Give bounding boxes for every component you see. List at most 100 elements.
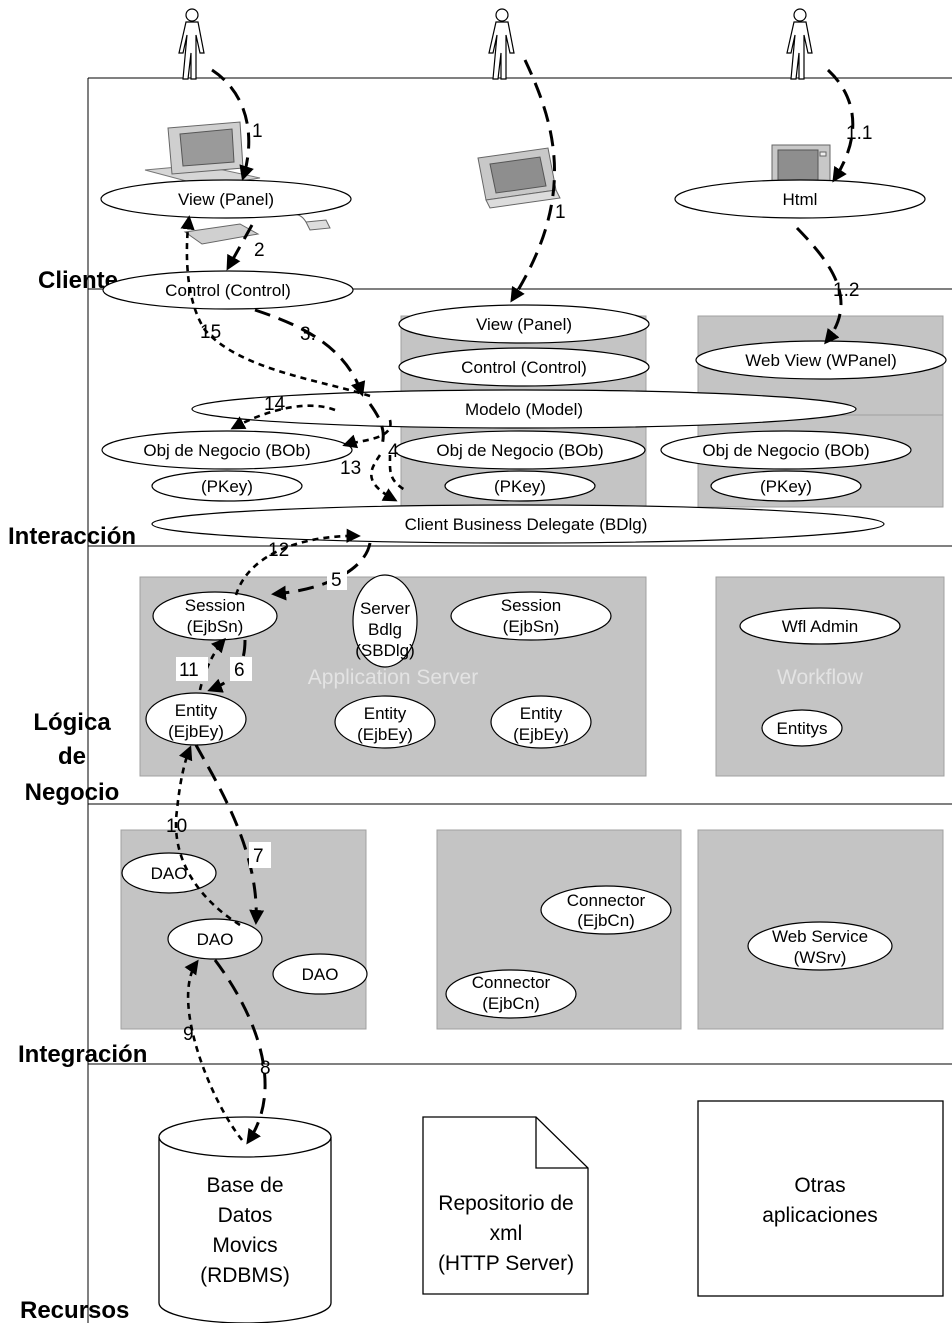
entity-2[interactable] <box>334 695 436 749</box>
flow-arrow-13 <box>369 454 405 500</box>
flow-arrow-2 <box>226 224 254 271</box>
session-2-line-1: Session <box>501 596 561 615</box>
step-label-10: 10 <box>166 816 187 837</box>
wfl-admin-label: Wfl Admin <box>782 617 859 636</box>
connector-1-line-1: Connector <box>567 891 646 910</box>
session-1-line-2: (EjbSn) <box>187 617 244 636</box>
dao-3[interactable] <box>272 953 368 995</box>
flow-arrow-1b <box>510 59 556 303</box>
flow-arrow-10 <box>174 745 241 927</box>
html-node-label: Html <box>783 190 818 209</box>
client-business-delegate[interactable] <box>151 504 885 544</box>
business-object-1-label: Obj de Negocio (BOb) <box>143 441 310 460</box>
web-service-line-2: (WSrv) <box>794 948 847 967</box>
layer-labels: Cliente Interacción Lógica de Negocio In… <box>8 267 147 1323</box>
web-view-label: Web View (WPanel) <box>745 351 896 370</box>
business-object-1[interactable] <box>101 430 353 470</box>
business-object-2-label: Obj de Negocio (BOb) <box>436 441 603 460</box>
flow-arrow-3 <box>254 308 366 397</box>
server-bdlg[interactable] <box>352 574 418 668</box>
step-label-15: 15 <box>200 322 221 343</box>
repository-line-1: Repositorio de <box>438 1192 573 1215</box>
connector-2-line-1: Connector <box>472 973 551 992</box>
pkey-3[interactable] <box>710 470 862 502</box>
other-apps-box[interactable] <box>697 1100 944 1297</box>
step-label-13: 13 <box>340 458 361 479</box>
step-label-1-1: 1.1 <box>846 123 872 144</box>
modelo-label: Modelo (Model) <box>465 400 583 419</box>
wfl-admin[interactable] <box>739 607 901 645</box>
request-flow-arrows <box>194 59 855 1145</box>
session-1-line-1: Session <box>185 596 245 615</box>
business-object-3[interactable] <box>660 430 912 470</box>
actor-icon <box>786 8 813 80</box>
crt-monitor-icon <box>477 147 561 209</box>
database-line-1: Base de <box>206 1174 283 1197</box>
modelo-node[interactable] <box>191 389 857 429</box>
view-panel-client[interactable] <box>100 179 352 219</box>
dao-2[interactable] <box>167 918 263 960</box>
other-apps-line-1: Otras <box>794 1174 845 1197</box>
flow-arrow-4 <box>368 403 385 446</box>
connector-1[interactable] <box>540 885 672 935</box>
step-label-6: 6 <box>234 660 245 681</box>
entitys[interactable] <box>761 709 843 747</box>
web-service[interactable] <box>747 921 893 971</box>
business-object-2[interactable] <box>394 430 646 470</box>
pkey-3-label: (PKey) <box>760 477 812 496</box>
entity-2-line-2: (EjbEy) <box>357 725 413 744</box>
web-view-node[interactable] <box>695 340 947 380</box>
app-server-ghost-label: Application Server <box>308 666 478 689</box>
step-label-3: 3. <box>300 324 316 345</box>
entity-3-line-2: (EjbEy) <box>513 725 569 744</box>
database-icon[interactable] <box>158 1116 332 1323</box>
dao-2-label: DAO <box>197 930 234 949</box>
flow-arrow-15 <box>180 215 371 398</box>
dao-3-label: DAO <box>302 965 339 984</box>
flow-arrow-1-2 <box>795 226 843 345</box>
web-service-line-1: Web Service <box>772 927 868 946</box>
entity-3-line-1: Entity <box>520 704 563 723</box>
control-client[interactable] <box>102 270 354 310</box>
step-label-8: 8 <box>260 1058 271 1079</box>
dao-1[interactable] <box>121 852 217 894</box>
entitys-label: Entitys <box>776 719 827 738</box>
step-label-4: 4 <box>388 441 399 462</box>
step-label-2: 2 <box>254 240 265 261</box>
view-panel-interaction[interactable] <box>398 304 650 344</box>
session-2[interactable] <box>450 591 612 641</box>
pkey-2-label: (PKey) <box>494 477 546 496</box>
control-interaction[interactable] <box>398 347 650 387</box>
step-label-5: 5 <box>331 570 342 591</box>
layer-logica-2: de <box>58 743 86 770</box>
pkey-2[interactable] <box>444 470 596 502</box>
entity-2-line-1: Entity <box>364 704 407 723</box>
response-flow-arrows <box>174 215 405 1141</box>
actor-icon <box>178 8 205 80</box>
other-apps-line-2: aplicaciones <box>762 1204 878 1227</box>
step-label-1a: 1 <box>252 121 263 142</box>
step-label-11: 11 <box>179 660 199 681</box>
session-2-line-2: (EjbSn) <box>503 617 560 636</box>
pkey-1[interactable] <box>151 470 303 502</box>
connector-1-line-2: (EjbCn) <box>577 911 635 930</box>
connector-2-line-2: (EjbCn) <box>482 994 540 1013</box>
repository-line-2: xml <box>490 1222 523 1245</box>
server-bdlg-line-3: (SBDlg) <box>355 641 415 660</box>
flow-arrow-5 <box>271 542 372 601</box>
view-panel-client-label: View (Panel) <box>178 190 274 209</box>
flow-arrow-1a <box>211 68 254 181</box>
html-node[interactable] <box>674 179 926 219</box>
document-icon[interactable] <box>422 1116 589 1295</box>
pkey-1-label: (PKey) <box>201 477 253 496</box>
step-label-9: 9 <box>183 1024 194 1045</box>
entity-1-line-2: (EjbEy) <box>168 722 224 741</box>
entity-3[interactable] <box>490 695 592 749</box>
database-line-3: Movics <box>212 1234 277 1257</box>
flow-arrow-9 <box>184 959 244 1141</box>
control-interaction-label: Control (Control) <box>461 358 587 377</box>
connector-2[interactable] <box>445 969 577 1019</box>
view-panel-interaction-label: View (Panel) <box>476 315 572 334</box>
client-business-delegate-label: Client Business Delegate (BDlg) <box>405 515 648 534</box>
